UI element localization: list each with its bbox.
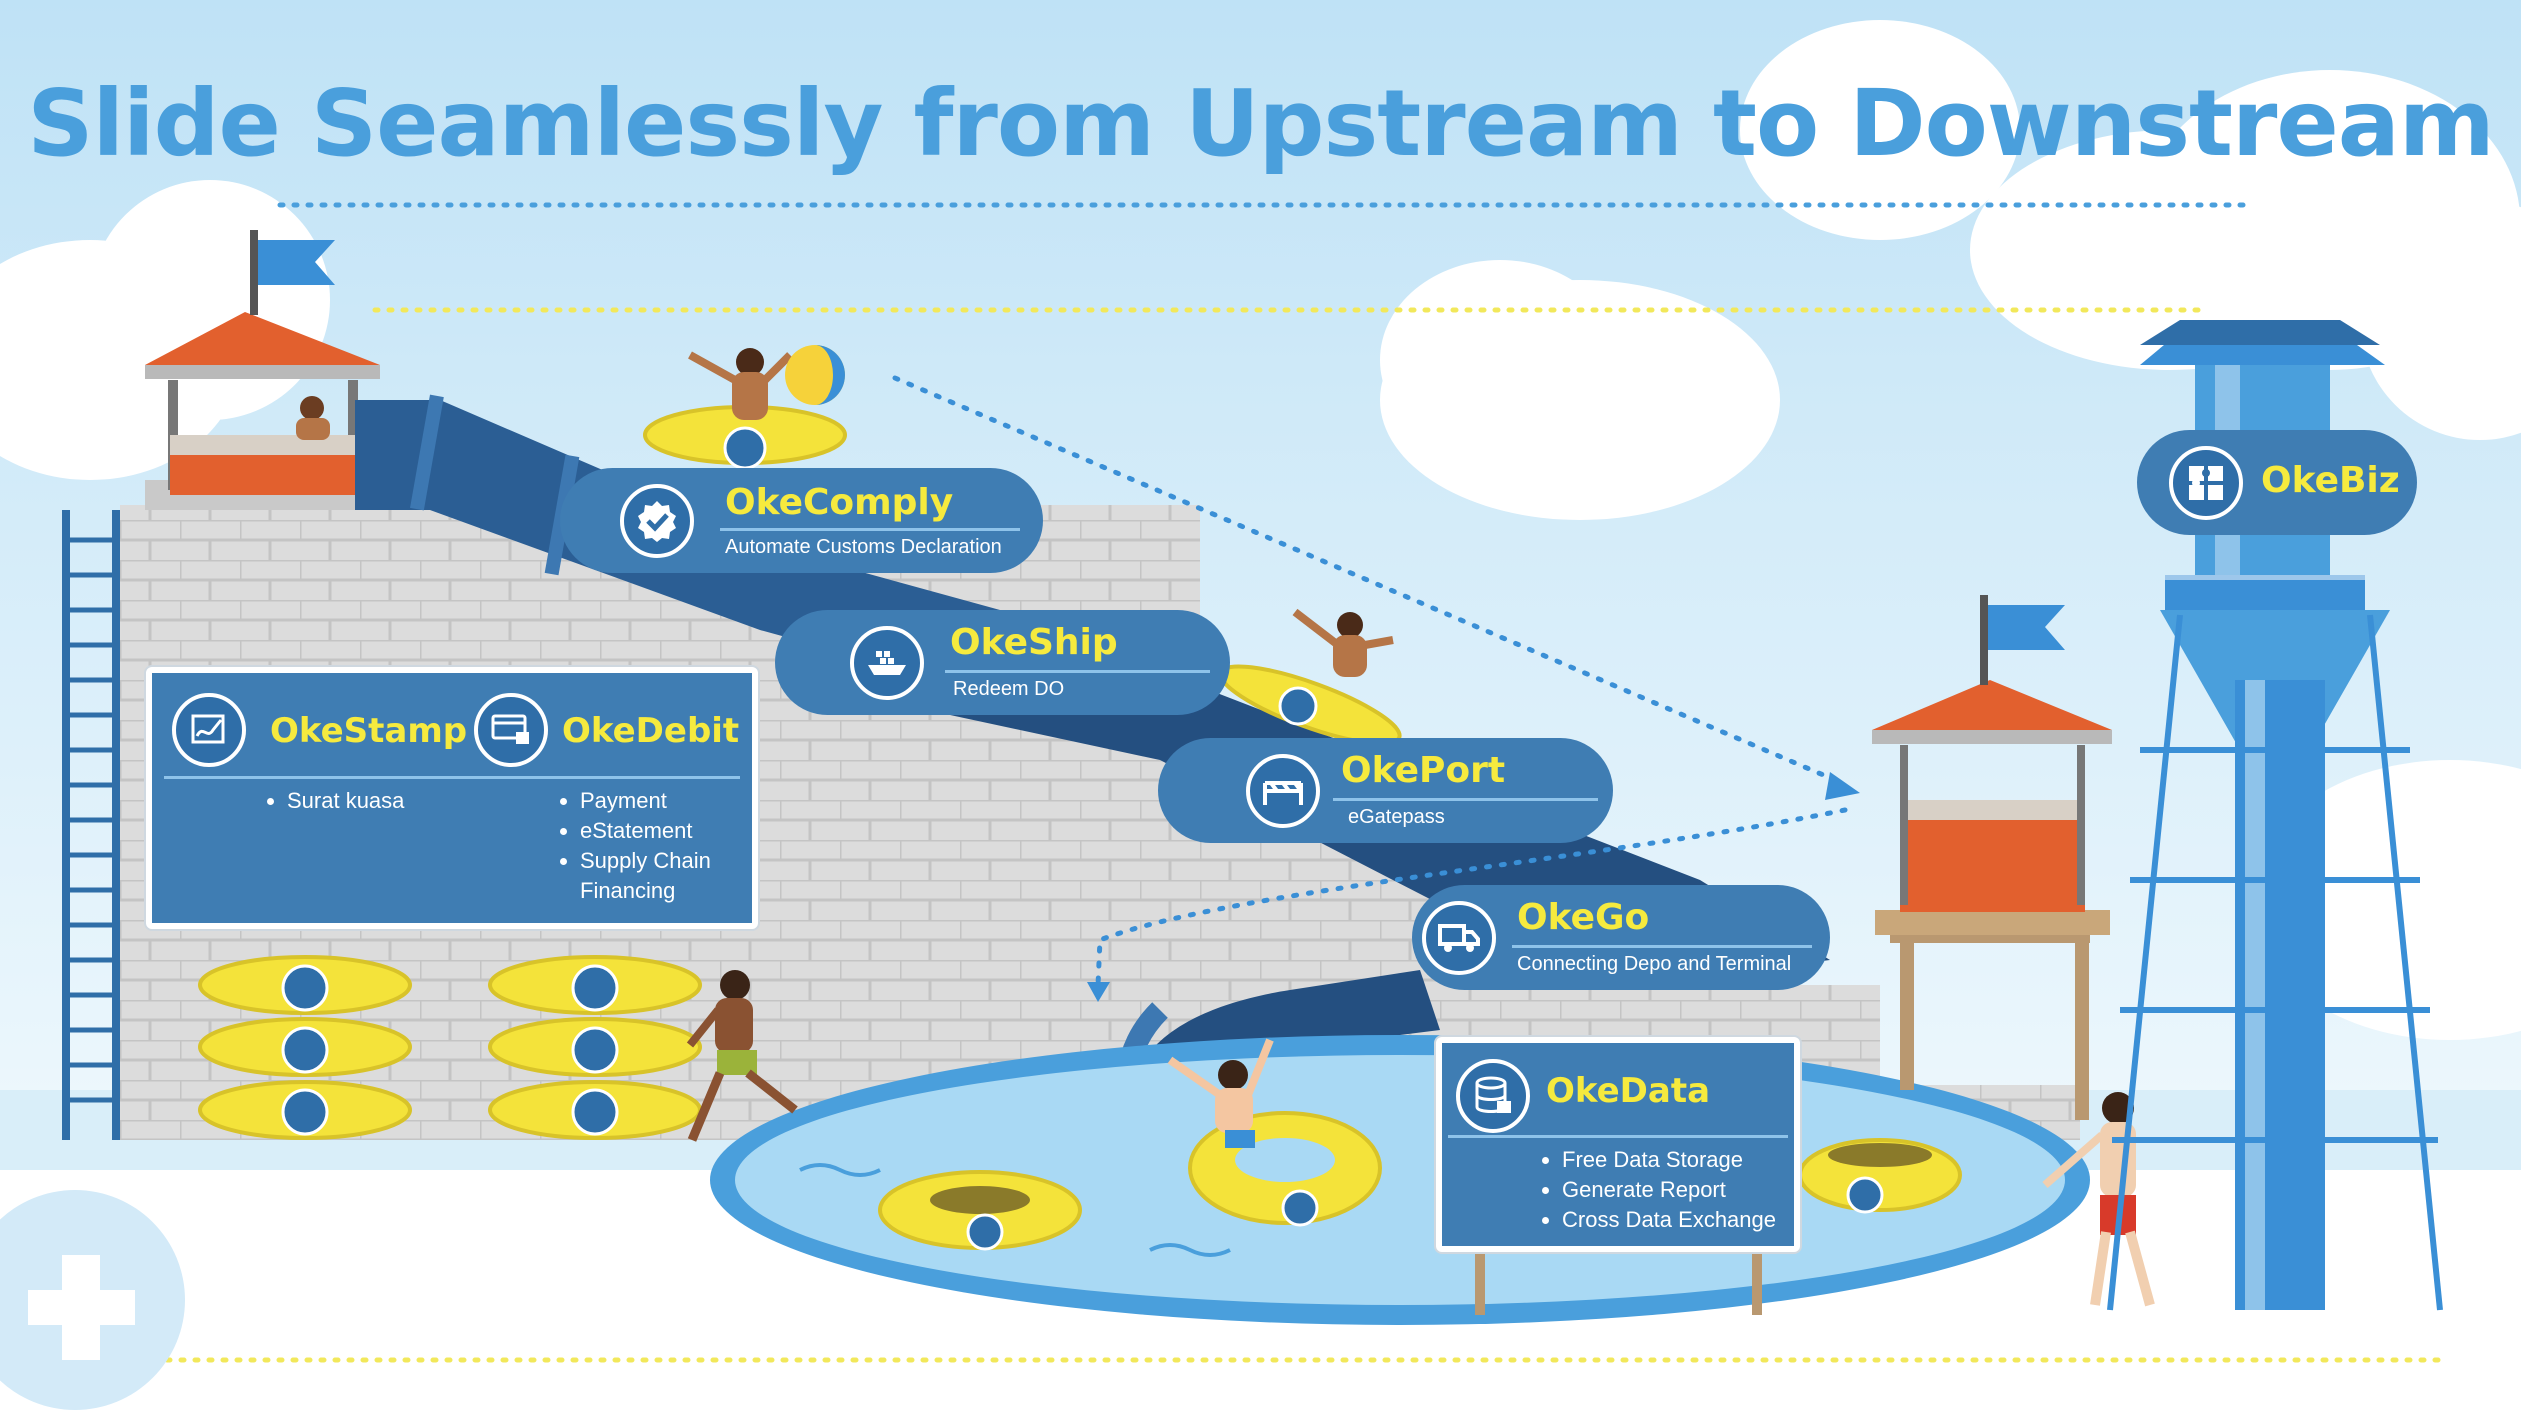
okeport-card[interactable]: OkePort eGatepass xyxy=(1158,738,1613,843)
ladder xyxy=(62,510,120,1140)
arrow-head-right xyxy=(1825,772,1860,800)
list-item: Surat kuasa xyxy=(287,786,404,816)
verified-check-icon xyxy=(620,484,694,558)
okeship-card[interactable]: OkeShip Redeem DO xyxy=(775,610,1230,715)
water-tower xyxy=(2107,320,2443,1311)
flow-arrows xyxy=(892,375,1848,988)
okecomply-name: OkeComply xyxy=(725,482,954,523)
okeship-desc: Redeem DO xyxy=(953,678,1065,700)
okebiz-card[interactable]: OkeBiz xyxy=(2137,430,2417,535)
okedata-board: OkeData Free Data Storage Generate Repor… xyxy=(1436,1037,1800,1252)
port-gate-icon xyxy=(1246,754,1320,828)
card-lock-icon xyxy=(474,693,548,767)
list-item: eStatement xyxy=(580,816,760,846)
okecomply-card[interactable]: OkeComply Automate Customs Declaration xyxy=(560,468,1043,573)
ladder-rungs xyxy=(66,537,116,1103)
okeship-name: OkeShip xyxy=(950,622,1118,663)
list-item: Free Data Storage xyxy=(1562,1145,1776,1175)
list-item: Cross Data Exchange xyxy=(1562,1205,1776,1235)
page-title: Slide Seamlessly from Upstream to Downst… xyxy=(27,70,2494,177)
left-lifeguard-hut xyxy=(145,230,380,510)
okedebit-name[interactable]: OkeDebit xyxy=(562,711,740,751)
okeport-desc: eGatepass xyxy=(1348,806,1445,828)
okedebit-feature-list: Payment eStatement Supply Chain Financin… xyxy=(560,786,760,906)
puzzle-icon xyxy=(2169,446,2243,520)
database-icon xyxy=(1456,1059,1530,1133)
signature-icon xyxy=(172,693,246,767)
list-item: Payment xyxy=(580,786,760,816)
list-item: Supply Chain Financing xyxy=(580,846,760,906)
okego-card[interactable]: OkeGo Connecting Depo and Terminal xyxy=(1412,885,1830,990)
right-lifeguard-hut xyxy=(1872,595,2112,1120)
okedata-feature-list: Free Data Storage Generate Report Cross … xyxy=(1542,1145,1776,1235)
okestamp-feature-list: Surat kuasa xyxy=(267,786,404,816)
okecomply-desc: Automate Customs Declaration xyxy=(725,536,1002,558)
okeport-name: OkePort xyxy=(1341,750,1506,791)
okestamp-name[interactable]: OkeStamp xyxy=(270,711,468,751)
okebiz-name: OkeBiz xyxy=(2261,460,2400,501)
plus-icon xyxy=(28,1255,135,1360)
truck-icon xyxy=(1422,901,1496,975)
arrow-head-down xyxy=(1087,982,1110,1002)
ship-icon xyxy=(850,626,924,700)
okedata-name[interactable]: OkeData xyxy=(1546,1071,1711,1111)
list-item: Generate Report xyxy=(1562,1175,1776,1205)
okego-desc: Connecting Depo and Terminal xyxy=(1517,953,1792,975)
okego-name: OkeGo xyxy=(1517,897,1650,938)
okestamp-okedebit-board: OkeStamp OkeDebit Surat kuasa Payment eS… xyxy=(146,667,758,929)
